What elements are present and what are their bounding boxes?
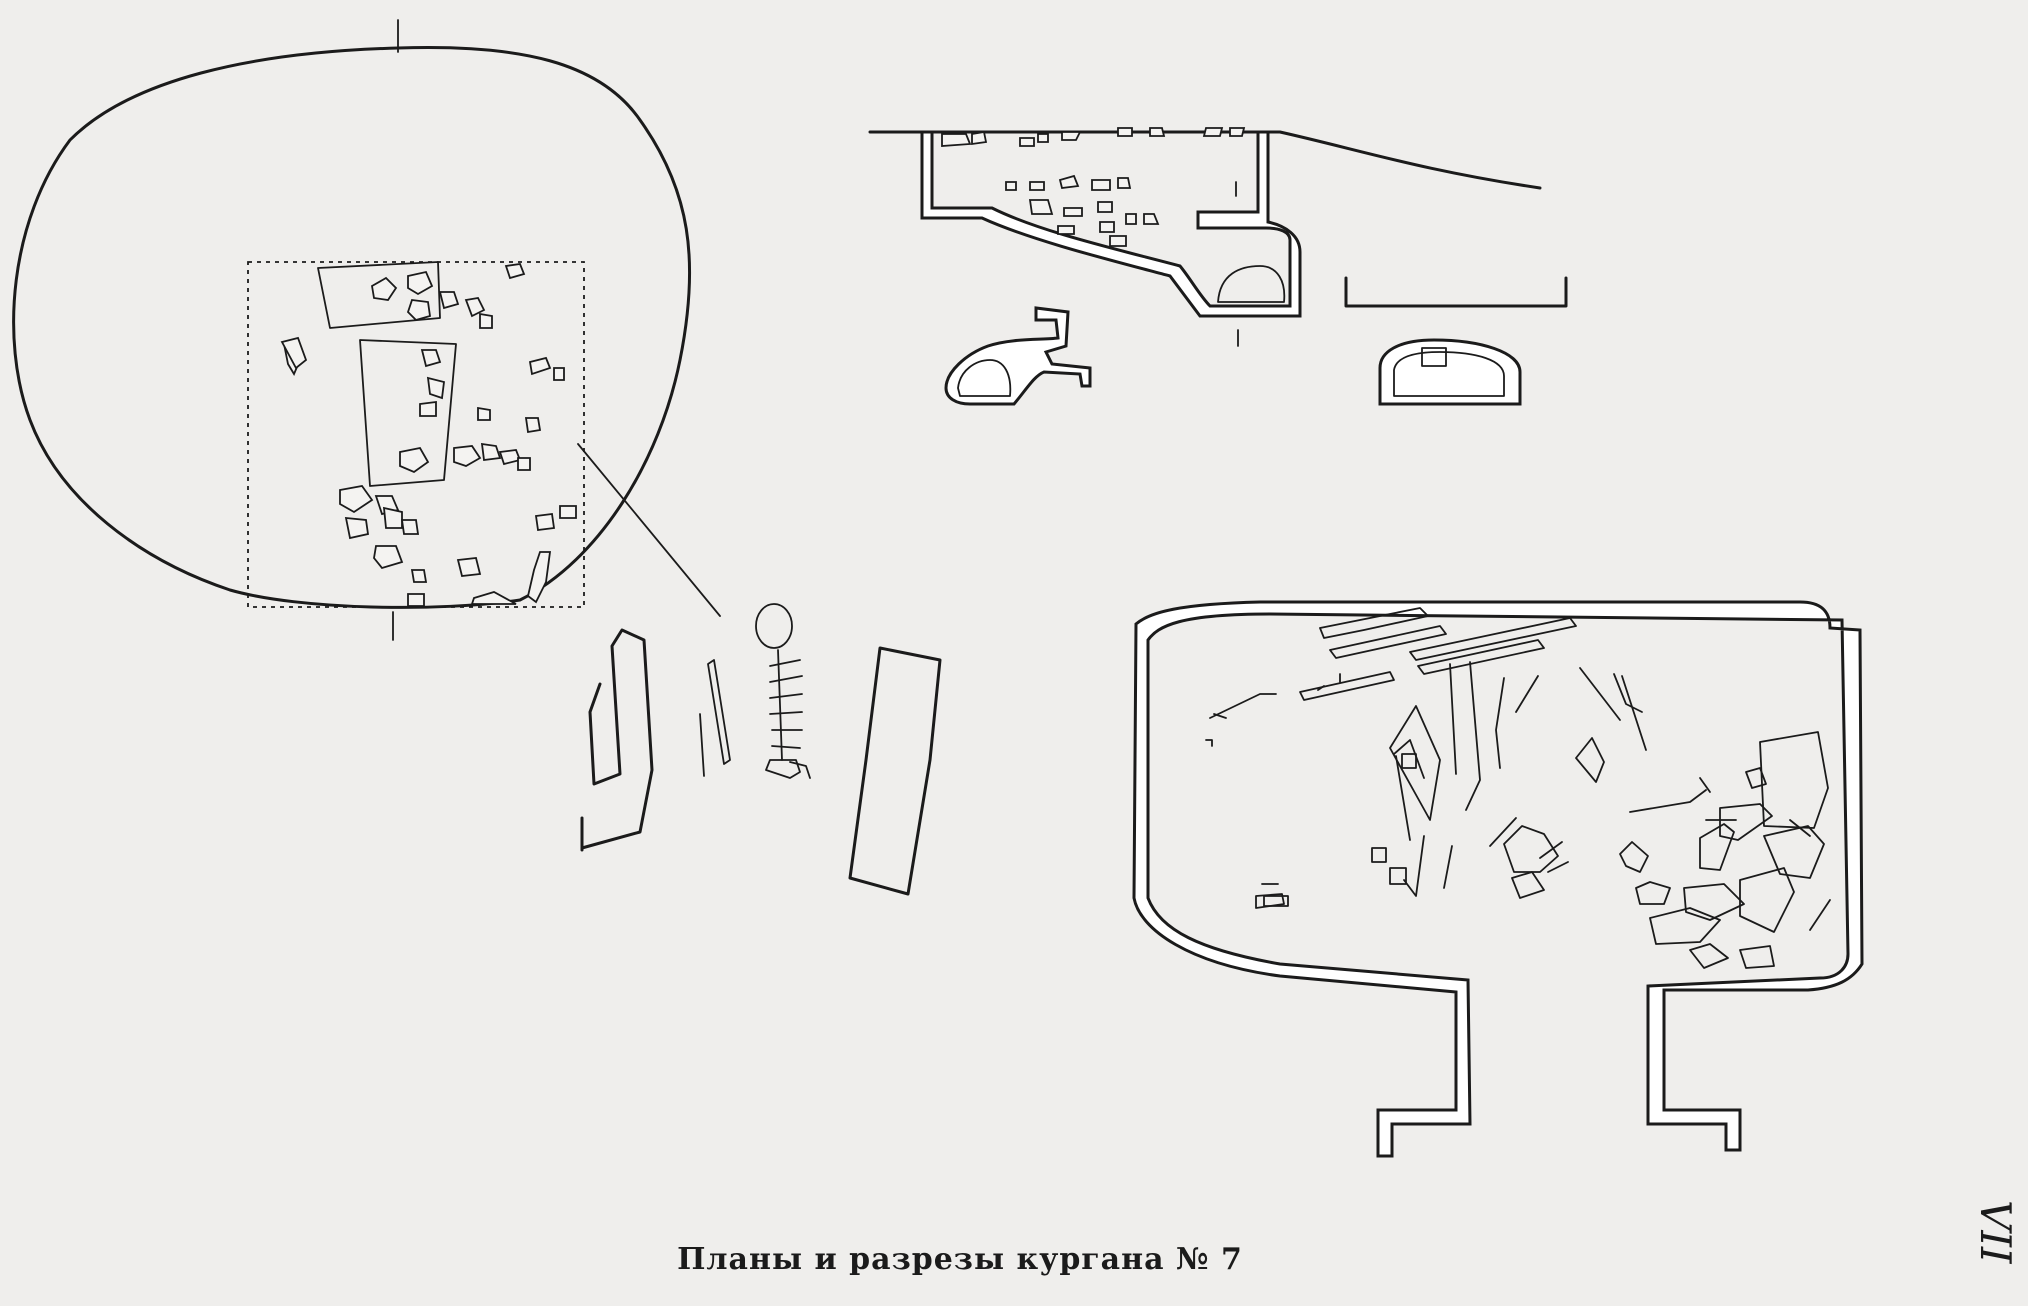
section-profile (868, 127, 1568, 406)
chamber-plan (1132, 600, 1864, 1158)
burial-detail (580, 603, 942, 896)
figure-caption: Планы и разрезы кургана № 7 (677, 1242, 1243, 1277)
excavation-square (247, 261, 585, 608)
mound-plan (12, 19, 721, 641)
page-number: VII (1971, 1200, 2020, 1264)
stones-cluster (280, 263, 577, 607)
